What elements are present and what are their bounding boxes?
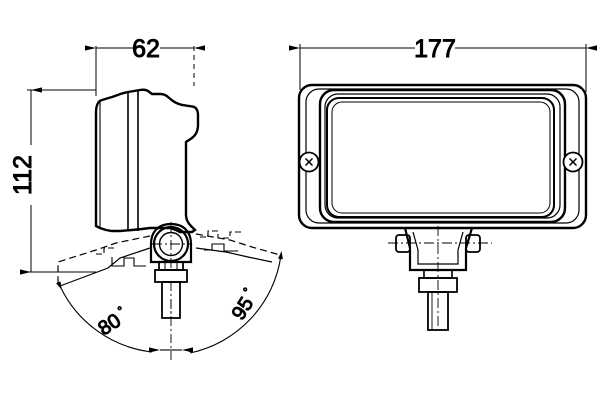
wing-right-upper-dashed xyxy=(195,233,281,256)
bracket-wings xyxy=(57,230,281,287)
width-dimension-lines xyxy=(289,44,597,92)
stud-shank xyxy=(427,291,449,331)
screw-head-right xyxy=(562,151,584,173)
wing-left-serration-dashed xyxy=(96,247,116,255)
wing-right-serration xyxy=(204,243,238,252)
pivot-boss-left xyxy=(395,234,411,253)
height-dimension-label: 112 xyxy=(9,155,37,195)
pivot-boss-right xyxy=(465,234,481,253)
housing-outer-rect xyxy=(297,83,588,230)
wing-right-serration-dashed xyxy=(200,230,242,239)
wing-left-lower xyxy=(59,247,151,287)
screw-head-left xyxy=(298,151,320,173)
front-view: 177 xyxy=(289,35,597,331)
depth-dimension-lines xyxy=(85,45,205,96)
lens-outline xyxy=(326,97,555,218)
width-dimension-label: 177 xyxy=(414,35,456,63)
arc-right-95 xyxy=(189,251,283,354)
side-housing-outline xyxy=(94,88,200,234)
depth-dimension-label: 62 xyxy=(132,35,160,63)
arc-left-80 xyxy=(56,281,153,353)
screw-slot-b xyxy=(304,157,314,167)
front-bracket xyxy=(388,226,492,331)
wing-left-serration xyxy=(111,257,146,267)
lens-inner-line xyxy=(331,101,551,214)
screw-slot-b xyxy=(568,157,578,167)
wing-left-upper-dashed xyxy=(57,235,151,286)
angle-arcs xyxy=(56,251,283,362)
height-dimension-lines xyxy=(20,87,96,275)
